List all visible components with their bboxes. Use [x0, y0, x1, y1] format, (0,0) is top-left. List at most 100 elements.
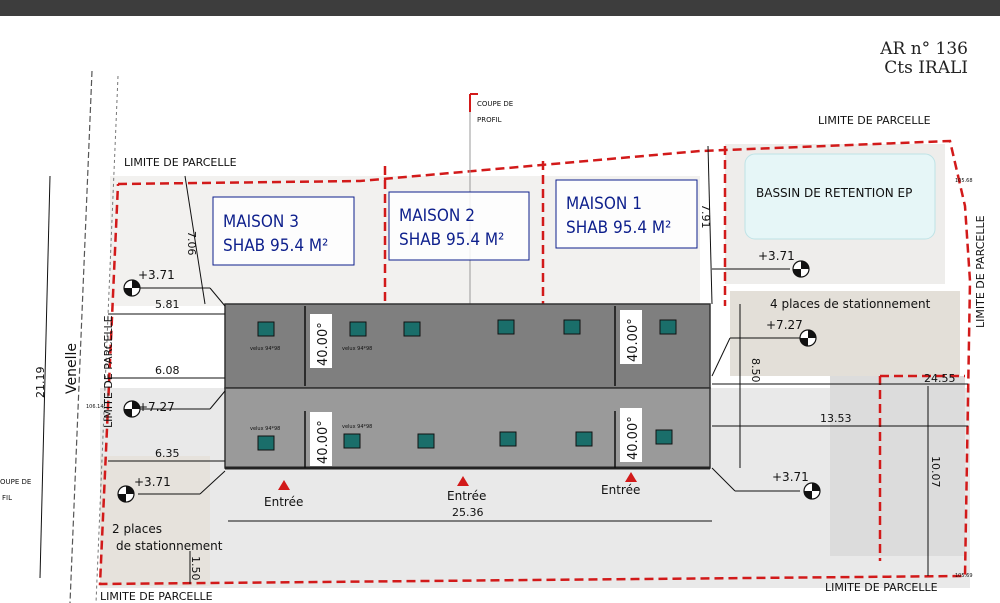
venelle-line	[69, 70, 93, 603]
dimension-label: 24.55	[924, 372, 956, 385]
dimension-label: 8.50	[749, 358, 762, 383]
level-label: +3.71	[772, 470, 809, 484]
dimension-label: 10.07	[929, 456, 942, 488]
parking-label: 2 places	[112, 522, 162, 536]
entrance-label: Entrée	[601, 483, 640, 497]
entrance-marker	[625, 472, 637, 482]
section-label: OUPE DE	[0, 478, 31, 486]
slope-label-bg	[310, 314, 332, 368]
boundary-label: LIMITE DE PARCELLE	[102, 315, 115, 428]
dimension-label: 13.53	[820, 412, 852, 425]
dimension-line	[707, 145, 713, 305]
velux-window	[497, 319, 515, 335]
entrance-marker	[278, 480, 290, 490]
velux-window	[655, 429, 673, 445]
slope-label-bg	[310, 412, 332, 466]
house-box-1	[555, 179, 698, 249]
velux-window	[349, 321, 367, 337]
ar-number: AR n° 136	[879, 39, 968, 59]
entrance-marker	[457, 476, 469, 486]
spot-height: 105.68	[955, 178, 973, 184]
velux-window	[257, 321, 275, 337]
velux-window	[257, 435, 275, 451]
boundary-label: LIMITE DE PARCELLE	[124, 156, 237, 169]
velux-window	[343, 433, 361, 449]
parking-right	[730, 291, 960, 376]
velux-window	[499, 431, 517, 447]
section-label: PROFIL	[477, 116, 502, 124]
boundary-label: LIMITE DE PARCELLE	[100, 590, 213, 603]
section-marker	[469, 93, 478, 112]
top-bar	[0, 0, 1000, 16]
level-marker-fill	[118, 486, 134, 502]
level-label: +7.27	[138, 400, 175, 414]
parking-label: de stationnement	[116, 539, 223, 553]
velux-label: velux 94*98	[342, 346, 372, 352]
dimension-label: 5.81	[155, 298, 180, 311]
slope-label: 40.00°	[626, 318, 641, 362]
house-box-3	[212, 196, 355, 266]
retention-basin	[744, 153, 936, 240]
basin-label: BASSIN DE RETENTION EP	[756, 186, 912, 200]
level-marker-fill	[124, 280, 140, 296]
site-plan: AR n° 136 Cts IRALI LIMITE DE PARCELLE L…	[0, 39, 987, 603]
spot-height: 105.69	[955, 573, 973, 579]
dimension-label: 21.19	[34, 367, 47, 399]
slope-label-bg	[620, 408, 642, 462]
house-shab: SHAB 95.4 M²	[566, 218, 671, 238]
leader-line	[711, 467, 736, 492]
dimension-label: 7.06	[185, 231, 198, 256]
boundary-label: LIMITE DE PARCELLE	[818, 114, 931, 127]
velux-window	[417, 433, 435, 449]
entrance-label: Entrée	[264, 495, 303, 509]
section-label: FIL	[2, 494, 12, 502]
dimension-line	[184, 175, 206, 305]
house-shab: SHAB 95.4 M²	[223, 236, 328, 256]
leader-line	[209, 390, 226, 410]
level-label: +3.71	[134, 475, 171, 489]
spot-height: 106.14	[86, 404, 104, 410]
velux-window	[575, 431, 593, 447]
house-name: MAISON 1	[566, 194, 642, 214]
slope-label: 40.00°	[316, 322, 331, 366]
level-label: +7.27	[766, 318, 803, 332]
velux-label: velux 94*98	[250, 426, 280, 432]
dimension-label: 25.36	[452, 506, 484, 519]
venelle-label: Venelle	[64, 343, 80, 394]
house-shab: SHAB 95.4 M²	[399, 230, 504, 250]
dimension-label: 7.91	[699, 204, 712, 229]
leader-line	[711, 337, 731, 377]
level-marker-fill	[124, 401, 140, 417]
velux-window	[403, 321, 421, 337]
subtitle: Cts IRALI	[884, 58, 968, 78]
dimension-label: 6.35	[155, 447, 180, 460]
section-label: COUPE DE	[477, 100, 513, 108]
slope-label: 40.00°	[626, 416, 641, 460]
entrance-label: Entrée	[447, 489, 486, 503]
parking-left	[100, 456, 210, 586]
velux-label: velux 94*98	[342, 424, 372, 430]
house-name: MAISON 2	[399, 206, 475, 226]
paved-grid	[830, 376, 965, 556]
level-marker-fill	[804, 483, 820, 499]
dimension-label: 6.08	[155, 364, 180, 377]
slope-label-bg	[620, 310, 642, 364]
leader-line	[209, 287, 226, 307]
boundary-label: LIMITE DE PARCELLE	[974, 215, 987, 328]
house-name: MAISON 3	[223, 212, 299, 232]
velux-label: velux 94*98	[250, 346, 280, 352]
leader-line	[199, 470, 226, 495]
slope-label: 40.00°	[316, 420, 331, 464]
venelle-line	[95, 75, 119, 603]
level-marker-fill	[800, 330, 816, 346]
dimension-label: 1.50	[189, 556, 202, 581]
level-label: +3.71	[138, 268, 175, 282]
parcel-boundary	[98, 139, 972, 586]
velux-window	[659, 319, 677, 335]
boundary-label: LIMITE DE PARCELLE	[825, 581, 938, 594]
level-marker-fill	[793, 261, 809, 277]
velux-window	[563, 319, 581, 335]
level-label: +3.71	[758, 249, 795, 263]
parking-label: 4 places de stationnement	[770, 297, 931, 311]
dimension-line	[39, 175, 51, 579]
